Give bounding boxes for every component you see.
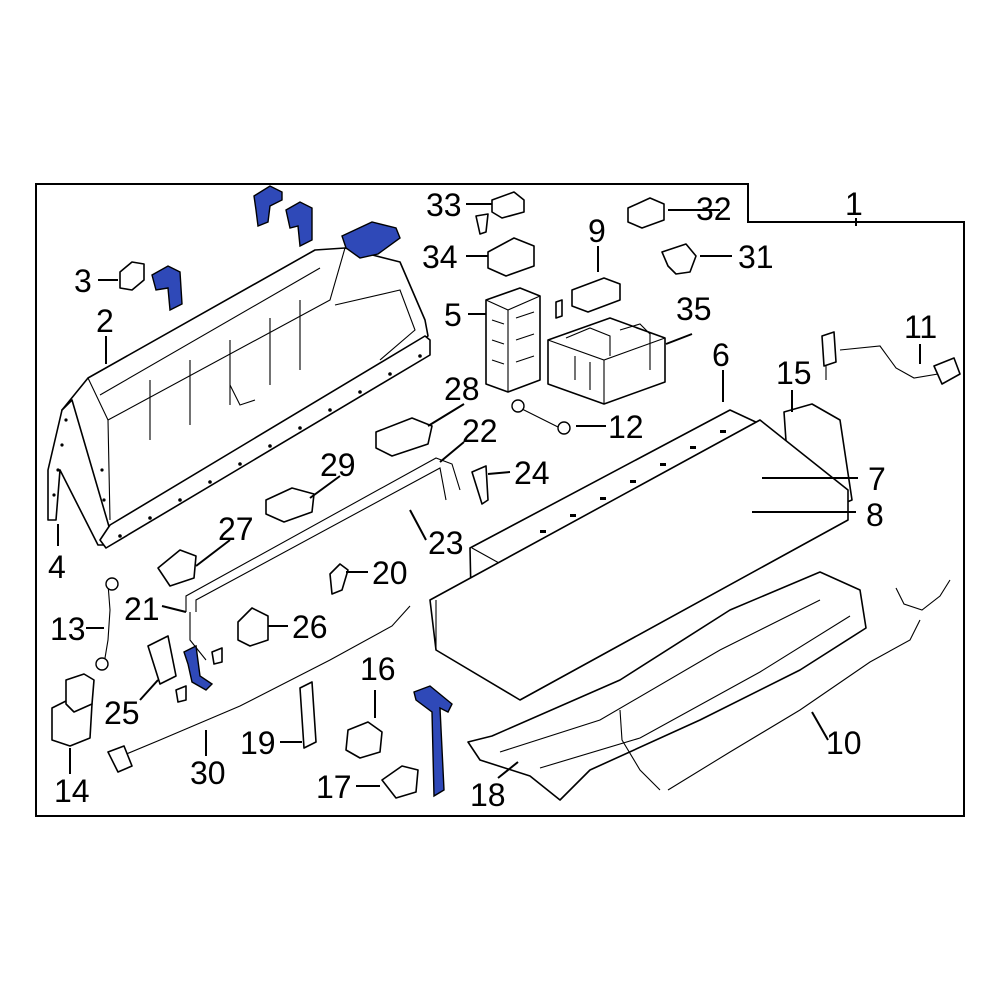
callout-31: 31	[738, 239, 774, 275]
part-sensor-31	[661, 243, 697, 275]
part-33	[491, 191, 525, 219]
part-harness-11-plug	[933, 357, 961, 385]
callout-21: 21	[124, 591, 160, 627]
part-29	[265, 487, 315, 523]
callout-14: 14	[54, 773, 90, 809]
callout-13: 13	[50, 611, 86, 647]
callout-3: 3	[74, 263, 92, 299]
callout-2: 2	[96, 303, 114, 339]
leader-lines	[57, 203, 921, 787]
part-33-bolt	[475, 213, 489, 235]
part-cable-12-ring2	[557, 421, 571, 435]
callout-4: 4	[48, 549, 66, 585]
callout-15: 15	[776, 355, 812, 391]
part-harness-11	[825, 340, 955, 380]
callout-16: 16	[360, 651, 396, 687]
callout-17: 17	[316, 769, 352, 805]
part-cable-12	[515, 405, 561, 429]
part-battery-cover	[47, 247, 431, 549]
callout-labels: 1 2 3 4 5 6 7 8 9 10 11 12 13 14 15 16 1…	[48, 186, 937, 813]
callout-5: 5	[444, 297, 462, 333]
part-harness-11-connector	[821, 331, 837, 367]
part-small-bolt-b	[175, 685, 187, 703]
part-mount-14-top	[65, 673, 95, 713]
callout-8: 8	[866, 497, 884, 533]
part-spacer-blue-1	[253, 185, 283, 227]
part-strap-13-ring2	[95, 657, 109, 671]
part-hose-19	[299, 681, 317, 749]
callout-28: 28	[444, 371, 480, 407]
part-harness-10-mid	[619, 709, 661, 791]
part-relay-9	[571, 277, 621, 313]
part-control-module	[485, 287, 541, 393]
part-spacer-blue-3	[151, 265, 183, 312]
callout-23: 23	[428, 525, 464, 561]
callout-26: 26	[292, 609, 328, 645]
callout-34: 34	[422, 239, 458, 275]
part-28	[375, 417, 433, 457]
part-bolt-9	[555, 299, 563, 319]
part-pipe-blue	[413, 685, 453, 798]
callout-29: 29	[320, 447, 356, 483]
part-harness-10	[667, 619, 921, 791]
part-pipe-clamp-blue	[183, 644, 214, 691]
callout-27: 27	[218, 511, 254, 547]
part-fitting-17	[381, 765, 419, 799]
callout-10: 10	[826, 725, 862, 761]
part-strap-13-ring	[105, 577, 119, 591]
part-27	[157, 549, 197, 587]
diagram-frame	[35, 183, 965, 817]
part-25	[147, 635, 177, 685]
callout-7: 7	[868, 461, 886, 497]
part-small-bolt-a	[211, 647, 223, 665]
callout-24: 24	[514, 455, 550, 491]
part-skid-plate	[467, 571, 867, 801]
part-26	[237, 607, 269, 647]
callout-9: 9	[588, 213, 606, 249]
callout-20: 20	[372, 555, 408, 591]
part-junction-box	[547, 317, 666, 405]
callout-35: 35	[676, 291, 712, 327]
part-pipe-22	[185, 457, 461, 661]
callout-30: 30	[190, 755, 226, 791]
callout-11: 11	[904, 309, 937, 345]
part-harness-30-connector	[107, 745, 133, 773]
part-bracket-24	[471, 465, 489, 505]
part-spacer-blue-2	[285, 201, 313, 248]
part-34	[487, 237, 535, 277]
part-harness-30	[111, 605, 411, 761]
part-bracket-blue	[341, 221, 401, 259]
part-harness-10-end	[895, 579, 951, 611]
callout-6: 6	[712, 337, 730, 373]
part-fitting-16	[345, 721, 383, 759]
part-lower-tray-edge	[435, 519, 849, 701]
callout-22: 22	[462, 413, 498, 449]
callout-25: 25	[104, 695, 140, 731]
callout-18: 18	[470, 777, 506, 813]
callout-19: 19	[240, 725, 276, 761]
part-connector-32	[627, 197, 665, 229]
part-cable-12-ring	[511, 399, 525, 413]
callout-1: 1	[845, 186, 863, 222]
part-strap-13	[103, 583, 111, 665]
callout-32: 32	[696, 191, 732, 227]
part-clip-3	[119, 261, 145, 291]
callout-12: 12	[608, 409, 644, 445]
part-pipe-23	[195, 467, 447, 612]
part-20	[329, 563, 349, 595]
callout-33: 33	[426, 187, 462, 223]
